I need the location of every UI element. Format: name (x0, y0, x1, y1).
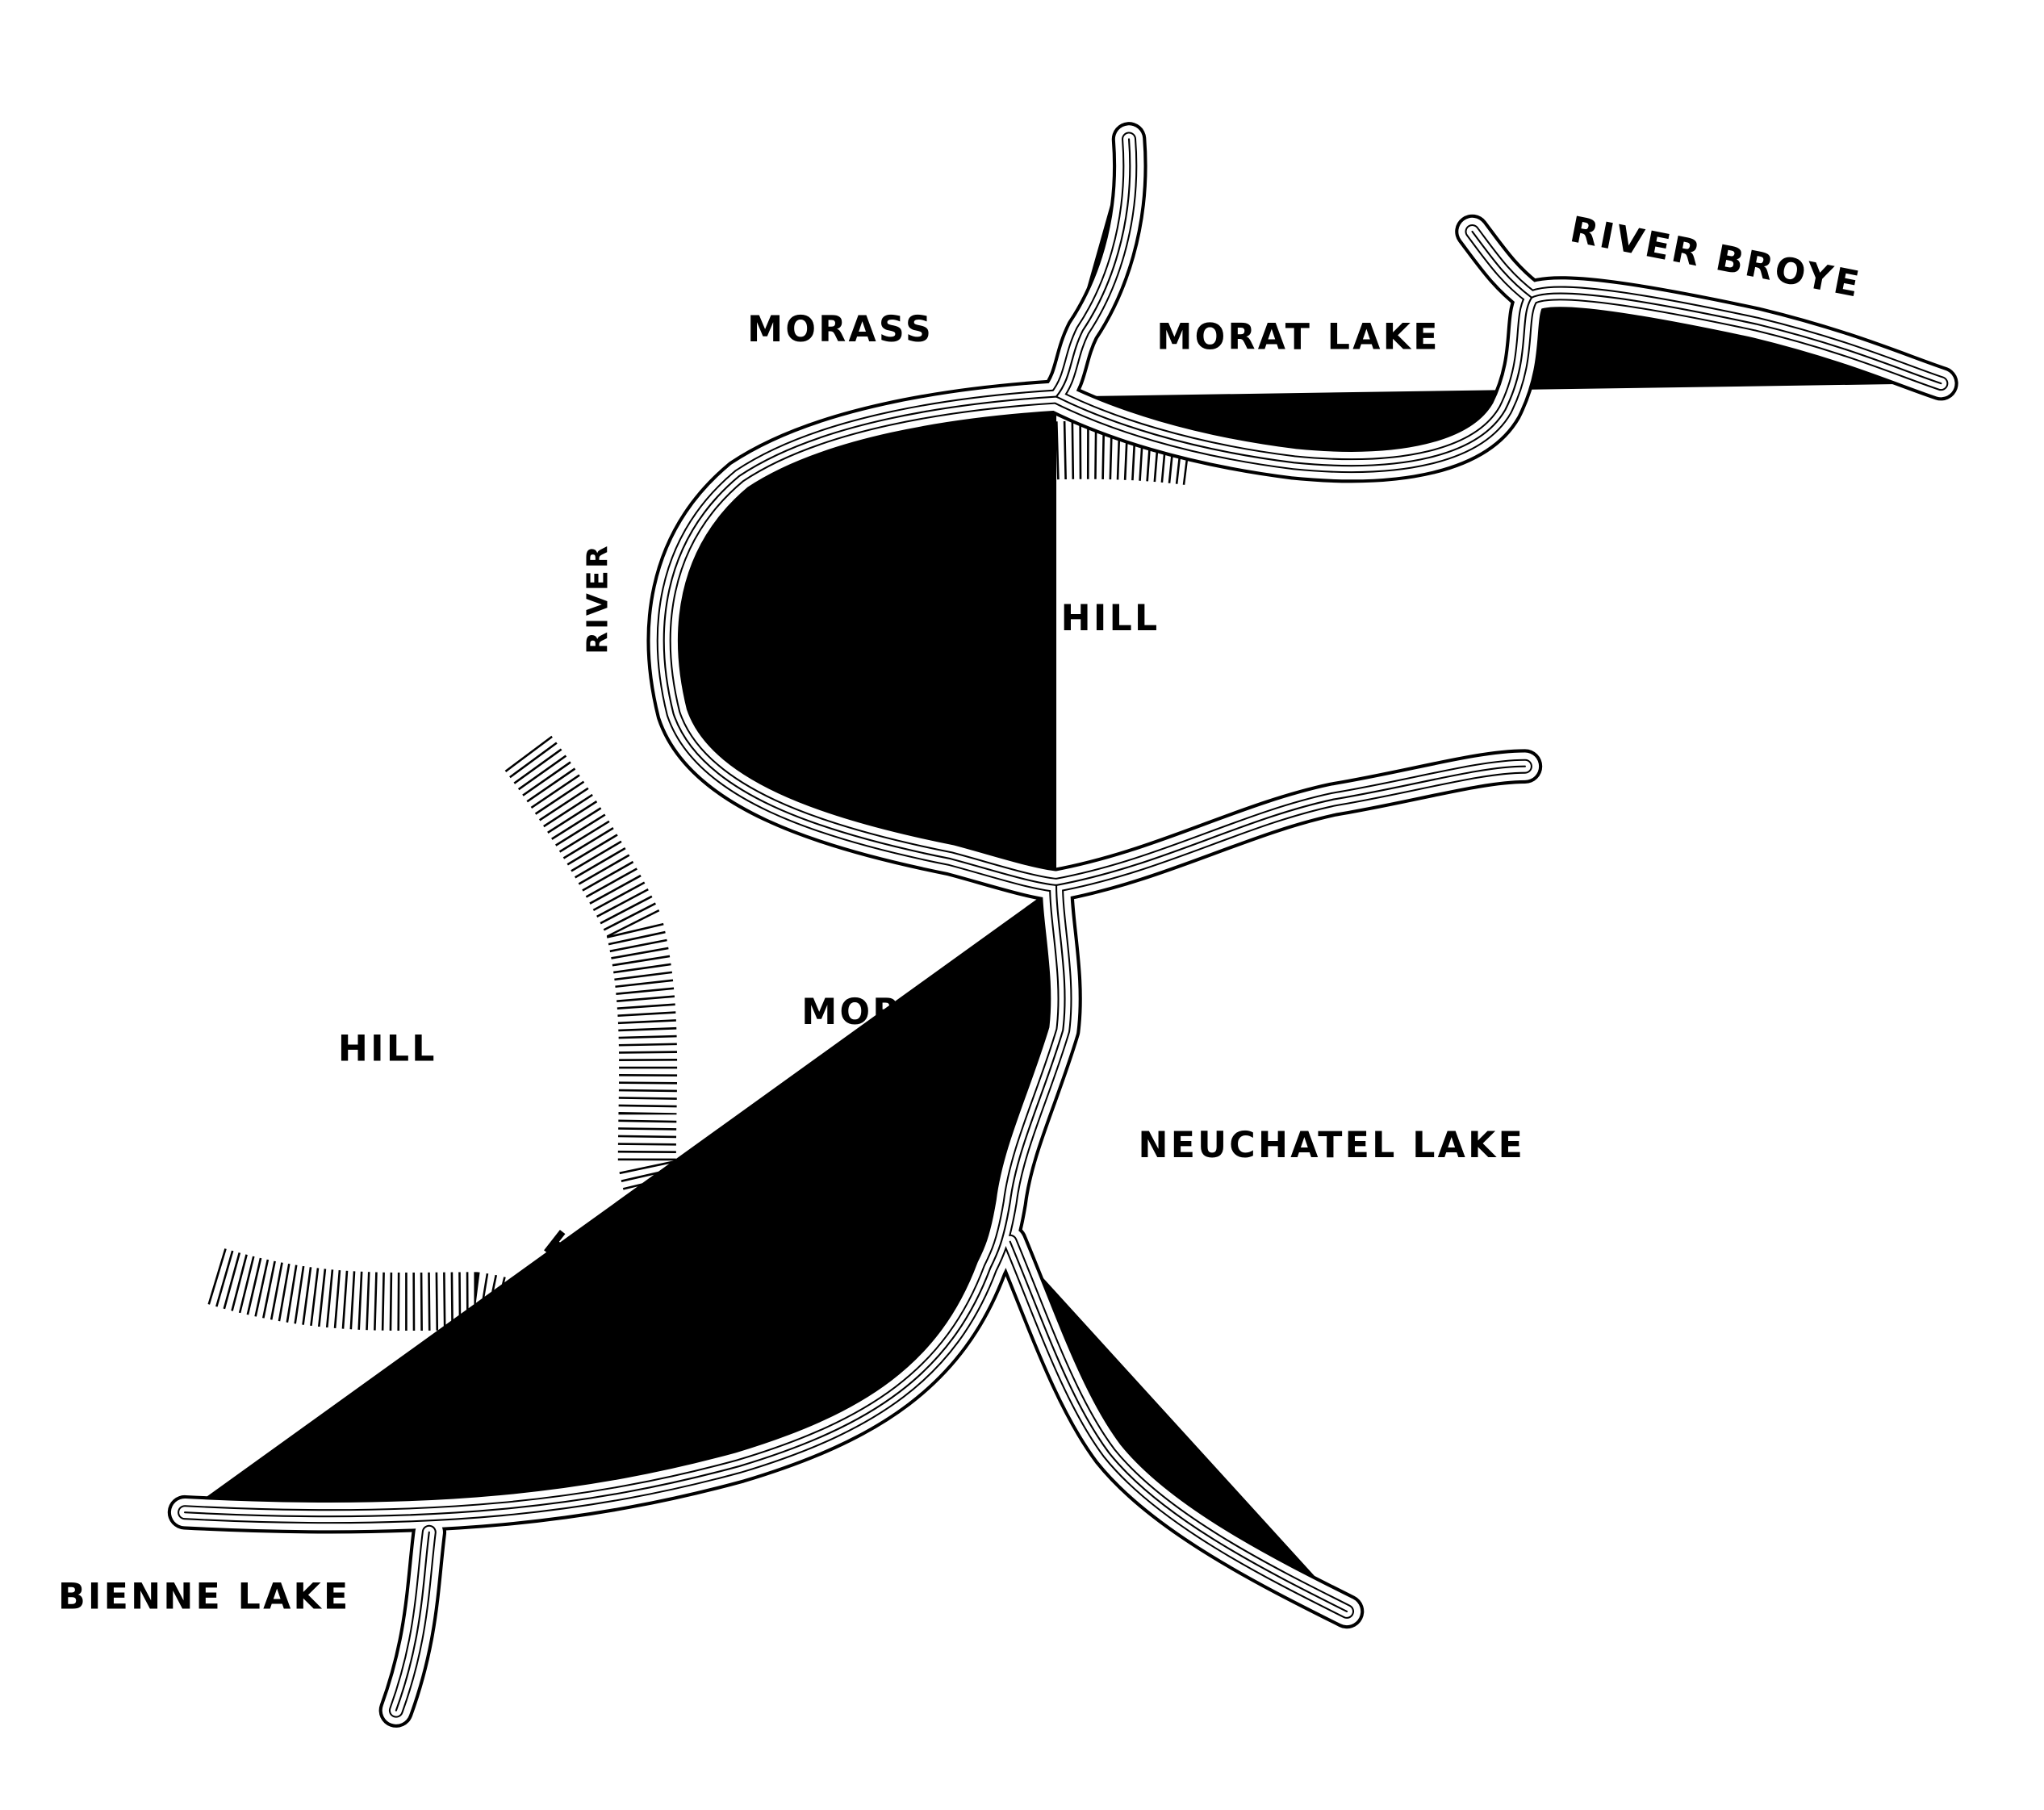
river-southeast-branch (1009, 1241, 1348, 1611)
river-neuchatel-channel (185, 884, 1065, 1517)
label-hill-west: HILL (338, 1029, 437, 1070)
label-morass-south: MORASS (801, 992, 988, 1033)
label-morass-north: MORASS (747, 309, 934, 350)
rivers (185, 139, 1941, 1710)
river-morat-branch (1056, 293, 1942, 466)
label-river: RIVER (582, 543, 615, 654)
label-neuchatel-lake: NEUCHATEL LAKE (1138, 1125, 1525, 1166)
label-bienne-lake: BIENNE LAKE (58, 1577, 350, 1618)
label-veuilly-hill: VEUILLY HILL (867, 598, 1160, 639)
river-veuilly-bend (663, 396, 1057, 885)
label-morat-lake: MORAT LAKE (1156, 317, 1440, 358)
